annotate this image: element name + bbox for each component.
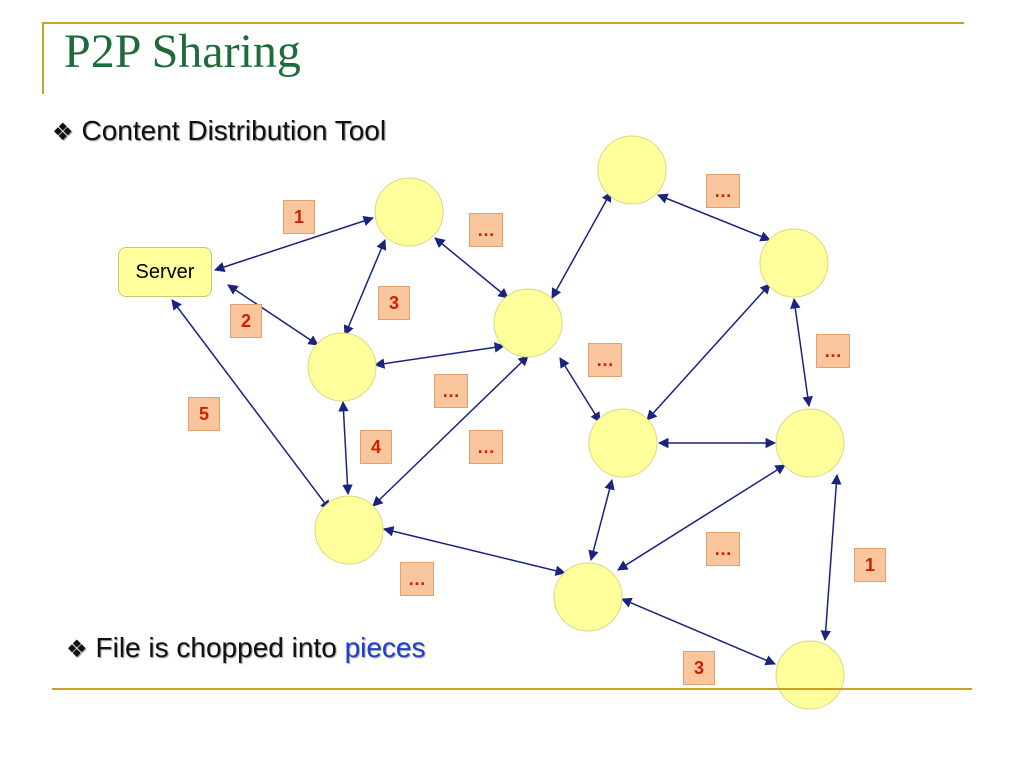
peer-node <box>775 640 845 710</box>
peer-node <box>307 332 377 402</box>
connection-edge <box>382 526 567 576</box>
piece-tag: … <box>469 213 503 247</box>
peer-node <box>493 288 563 358</box>
piece-tag: 3 <box>378 286 410 320</box>
connection-edge <box>790 297 813 408</box>
bullet-file-pieces: ❖ File is chopped into pieces <box>66 632 426 664</box>
piece-tag: 3 <box>683 651 715 685</box>
bottom-rule <box>52 688 972 690</box>
peer-node <box>759 228 829 298</box>
peer-node <box>374 177 444 247</box>
connection-edge <box>559 357 601 423</box>
connection-edge <box>617 464 786 571</box>
bullet-diamond-icon: ❖ <box>52 119 74 146</box>
piece-tag: 4 <box>360 430 392 464</box>
bullet-diamond-icon: ❖ <box>66 636 88 663</box>
piece-tag: … <box>434 374 468 408</box>
peer-node-group <box>307 135 845 710</box>
piece-tag: … <box>816 334 850 368</box>
connection-edge <box>434 237 509 299</box>
title-accent-horizontal <box>42 22 964 24</box>
connection-edge <box>338 400 353 496</box>
piece-tag: … <box>706 532 740 566</box>
connection-edge <box>343 239 387 336</box>
peer-node <box>588 408 658 478</box>
edge-group <box>171 191 842 666</box>
piece-tag: … <box>706 174 740 208</box>
piece-tag: 1 <box>283 200 315 234</box>
slide-title: P2P Sharing <box>64 25 301 78</box>
connection-edge <box>551 191 612 299</box>
piece-tag: 5 <box>188 397 220 431</box>
peer-node <box>553 562 623 632</box>
bullet-highlight-pieces: pieces <box>344 632 426 663</box>
connection-edge <box>657 193 771 242</box>
piece-tag: … <box>588 343 622 377</box>
server-node: Server <box>118 247 212 297</box>
connection-edge <box>820 473 842 642</box>
peer-node <box>775 408 845 478</box>
piece-tag: 1 <box>854 548 886 582</box>
piece-tag: … <box>469 430 503 464</box>
peer-node <box>597 135 667 205</box>
bullet-text: Content Distribution Tool <box>81 115 387 146</box>
connection-edge <box>646 283 771 421</box>
connection-edge <box>171 299 331 511</box>
connection-edge <box>373 342 506 369</box>
connection-edge <box>588 478 615 562</box>
piece-tag: 2 <box>230 304 262 338</box>
title-accent-vertical <box>42 22 44 94</box>
connection-edge <box>372 355 529 507</box>
connection-edge <box>621 597 776 666</box>
piece-tag: … <box>400 562 434 596</box>
bullet-content-distribution: ❖ Content Distribution Tool <box>52 115 386 147</box>
bullet-text: File is chopped into <box>95 632 345 663</box>
connection-edge <box>214 215 374 273</box>
peer-node <box>314 495 384 565</box>
